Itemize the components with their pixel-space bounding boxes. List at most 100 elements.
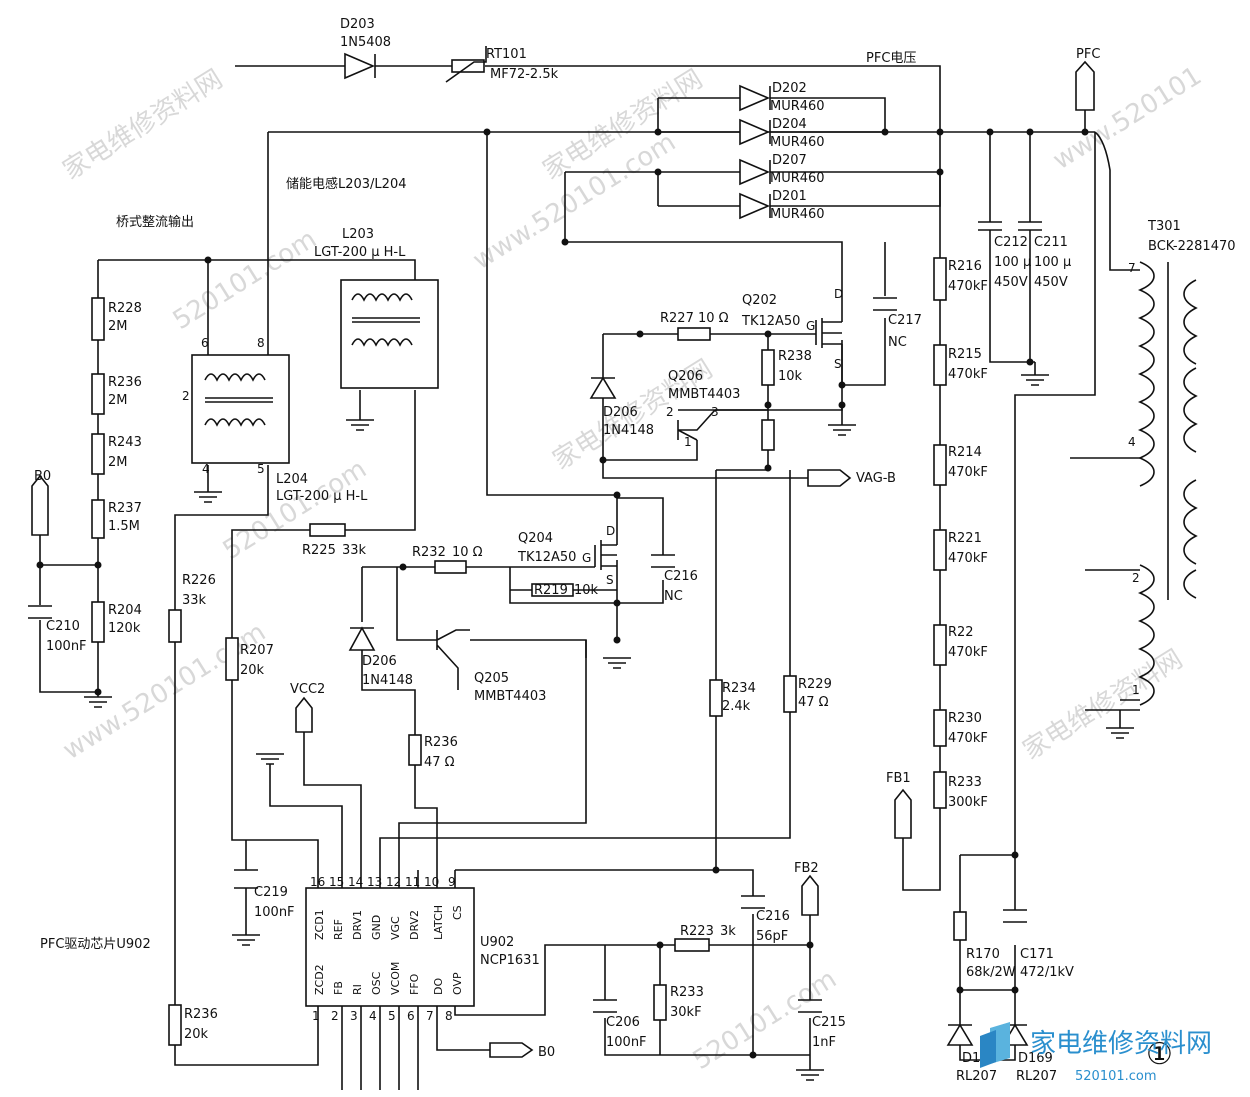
svg-text:RL207: RL207 [1016,1069,1057,1084]
svg-text:C210: C210 [46,619,80,634]
svg-text:472/1kV: 472/1kV [1020,965,1074,980]
svg-text:10k: 10k [574,583,599,598]
resistor-r214: R214 470kF [933,444,988,486]
svg-text:NC: NC [664,589,683,604]
svg-text:2: 2 [666,405,674,419]
svg-text:1: 1 [684,435,692,449]
svg-text:1: 1 [1132,683,1140,697]
resistor-r219: R219 10k [531,583,599,598]
svg-text:20k: 20k [240,663,265,678]
svg-text:6: 6 [407,1009,415,1023]
svg-text:100 μ: 100 μ [1034,255,1071,270]
svg-text:470kF: 470kF [948,465,988,480]
svg-text:470kF: 470kF [948,731,988,746]
resistor-r215: R215 470kF [933,344,988,386]
svg-text:R219: R219 [534,583,568,598]
svg-text:TK12A50: TK12A50 [741,314,800,329]
resistor-r236-bottom: R236 20k [168,1004,218,1046]
svg-text:D202: D202 [772,81,807,96]
svg-text:2: 2 [182,389,190,403]
svg-text:8: 8 [445,1009,453,1023]
resistor-r233-top: R233 300kF [933,771,988,810]
ic-u902: 16 15 14 13 12 11 10 9 ZCD1 REF DRV1 GND… [305,870,540,1023]
svg-text:NCP1631: NCP1631 [480,953,540,968]
svg-text:LGT-200 μ H-L: LGT-200 μ H-L [314,245,406,260]
svg-text:1N4148: 1N4148 [603,423,654,438]
diode-d206-mid: D206 1N4148 [348,626,413,688]
svg-text:33k: 33k [182,593,207,608]
svg-text:T301: T301 [1147,219,1181,234]
svg-text:D206: D206 [362,654,397,669]
capacitor-c219: C219 100nF [234,869,295,920]
diode-d202: D202 MUR460 [739,81,825,114]
svg-text:BCK-2281470: BCK-2281470 [1148,239,1236,254]
svg-text:OSC: OSC [370,971,383,995]
svg-text:MMBT4403: MMBT4403 [474,689,546,704]
resistor-r236-mid: R236 47 Ω [408,734,458,770]
thermistor-rt101: RT101 MF72-2.5k [445,46,559,83]
svg-text:D207: D207 [772,153,807,168]
resistor-r233-bottom: R233 30kF [653,984,704,1021]
svg-text:VCC2: VCC2 [290,682,325,697]
resistor-r229: R229 47 Ω [783,675,832,713]
svg-text:3: 3 [711,405,719,419]
svg-text:450V: 450V [1034,275,1068,290]
svg-text:5: 5 [257,462,265,476]
transistor-q205: Q205 MMBT4403 [436,629,546,704]
svg-text:2M: 2M [108,455,128,470]
svg-text:G: G [806,319,815,333]
svg-text:D201: D201 [772,189,807,204]
svg-text:R226: R226 [182,573,216,588]
resistor-r238: R238 10k [761,349,812,386]
svg-text:1N4148: 1N4148 [362,673,413,688]
svg-text:R236: R236 [184,1007,218,1022]
svg-text:15: 15 [329,875,344,889]
svg-text:6: 6 [201,336,209,350]
svg-text:D: D [834,287,843,301]
capacitor-c212: C212 100 μ 450V [978,221,1031,290]
ic-top-pin-numbers: 16 15 14 13 12 11 10 9 [310,875,456,889]
svg-text:FB2: FB2 [794,861,819,876]
svg-text:RL207: RL207 [956,1069,997,1084]
b0-left-port: B0 [31,469,51,536]
svg-text:VGC: VGC [389,916,402,940]
resistor-r207: R207 20k [225,637,274,681]
svg-text:470kF: 470kF [948,279,988,294]
inductor-l203: L203 LGT-200 μ H-L [314,227,439,389]
capacitor-c206: C206 100nF [593,999,647,1050]
svg-text:1nF: 1nF [812,1035,836,1050]
pfc-voltage-note: PFC电压 [866,51,916,66]
figure-number: ① [1146,1037,1173,1072]
diode-d203: D203 1N5408 [340,17,391,80]
resistor-r243: R243 2M [91,433,142,475]
ic-bottom-pin-names: ZCD2 FB RI OSC VCOM FFO DO OVP [313,962,464,995]
svg-text:100 μ: 100 μ [994,255,1031,270]
mosfet-q202: Q202 TK12A50 D G S [741,287,843,385]
svg-text:30kF: 30kF [670,1005,702,1020]
svg-text:R232: R232 [412,545,446,560]
svg-text:MF72-2.5k: MF72-2.5k [490,67,559,82]
svg-text:D203: D203 [340,17,375,32]
svg-text:10: 10 [424,875,439,889]
svg-text:20k: 20k [184,1027,209,1042]
svg-text:RT101: RT101 [486,47,527,62]
svg-text:B0: B0 [538,1045,555,1060]
svg-text:100nF: 100nF [606,1035,647,1050]
svg-text:S: S [606,573,614,587]
svg-text:2: 2 [331,1009,339,1023]
svg-text:7: 7 [1128,261,1136,275]
svg-text:CS: CS [451,905,464,920]
svg-text:RI: RI [351,984,364,995]
svg-text:U902: U902 [480,935,514,950]
svg-text:5: 5 [388,1009,396,1023]
fb1-port: FB1 [886,771,912,839]
svg-text:D169: D169 [1018,1051,1053,1066]
svg-text:C171: C171 [1020,947,1054,962]
svg-text:47 Ω: 47 Ω [424,755,455,770]
svg-text:FB1: FB1 [886,771,911,786]
svg-text:L203: L203 [342,227,374,242]
svg-text:C215: C215 [812,1015,846,1030]
svg-text:4: 4 [1128,435,1136,449]
diode-d206-top: D206 1N4148 [589,376,654,438]
svg-text:R204: R204 [108,603,142,618]
